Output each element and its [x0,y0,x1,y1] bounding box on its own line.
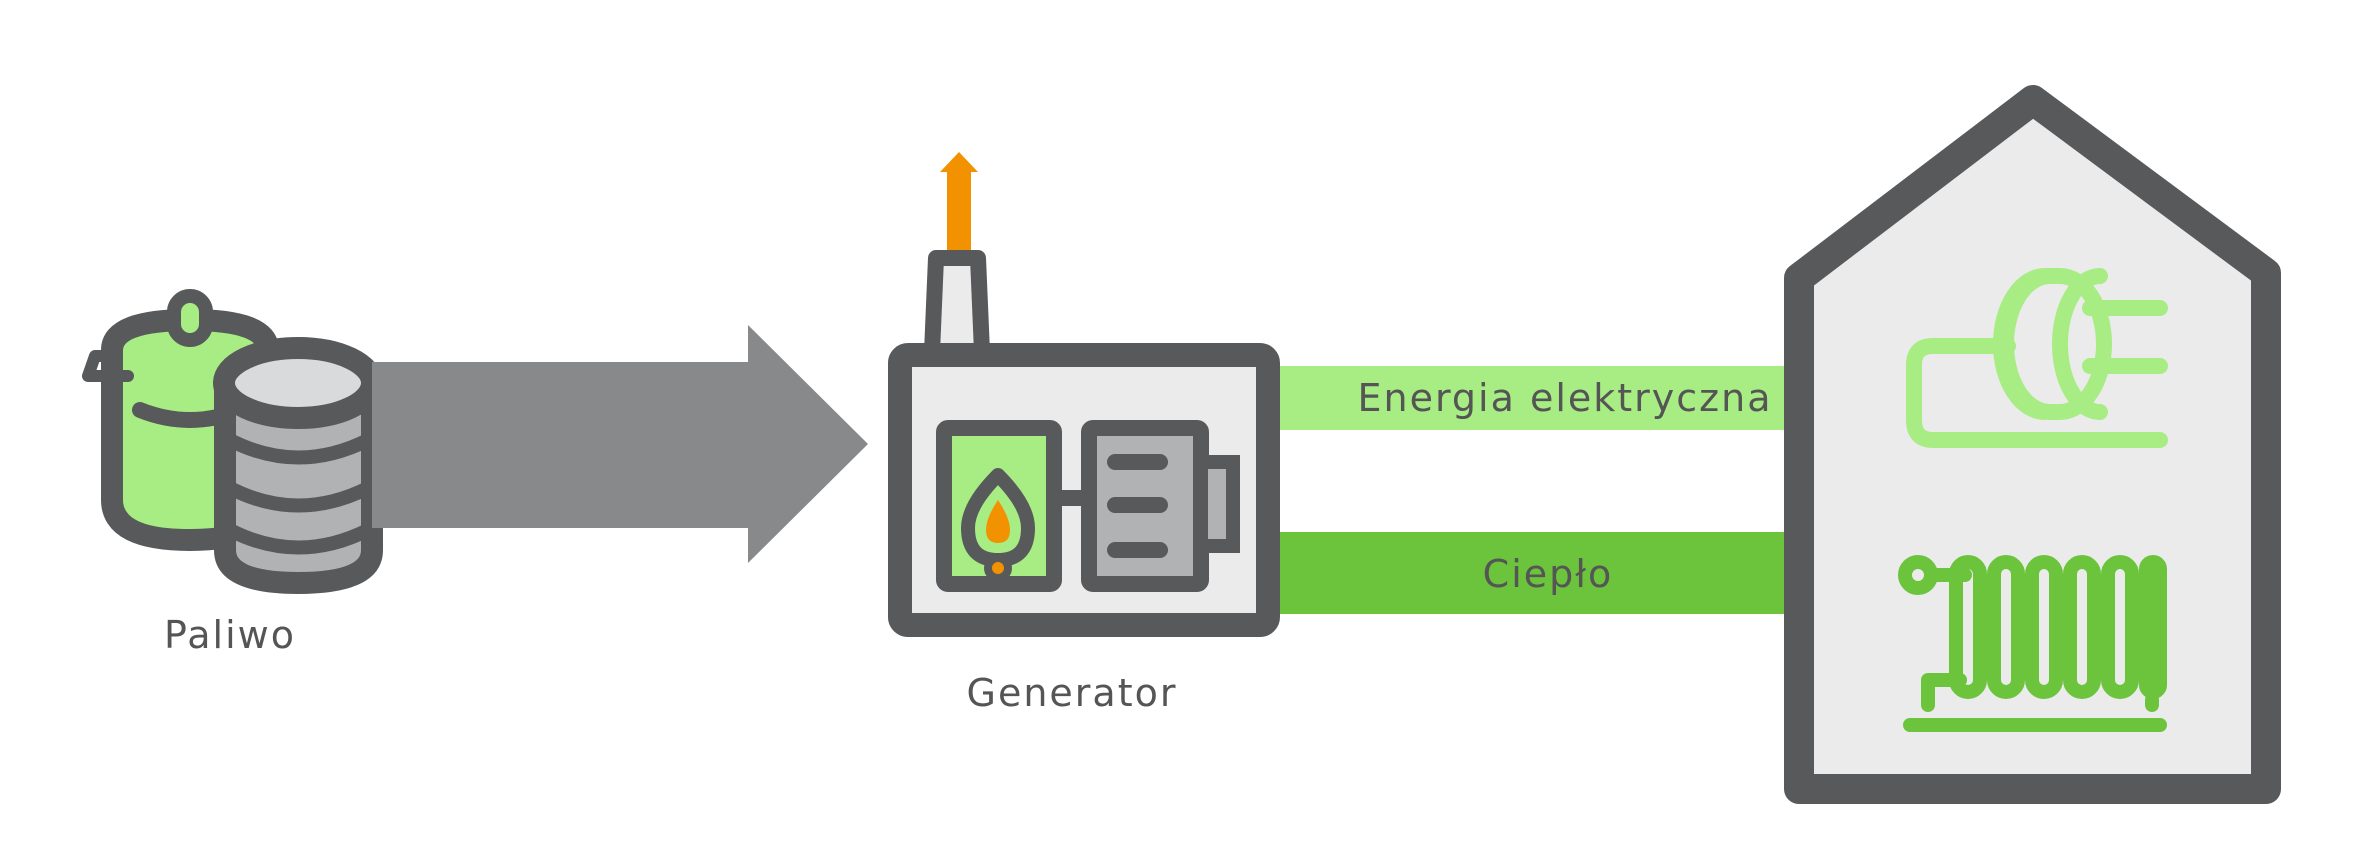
exhaust-chimney [924,152,990,360]
fuel-group: Paliwo [82,289,383,657]
electricity-label: Energia elektryczna [1357,376,1772,420]
power-plug-icon [1906,268,2168,448]
electricity-arrow: Energia elektryczna [1280,350,1896,444]
generator-group: Generator [888,152,1280,715]
coupling-shaft [1054,490,1088,506]
radiator-icon [1898,555,2167,732]
flame-icon [961,468,1035,582]
fuel-label: Paliwo [164,613,296,657]
fuel-to-generator-arrow [372,325,868,563]
house-group [1784,85,2281,804]
heat-label: Ciepło [1483,552,1614,596]
oil-barrel-icon [213,337,383,594]
heat-arrow: Ciepło [1280,510,1896,632]
generator-label: Generator [967,671,1178,715]
alternator [1081,420,1240,592]
